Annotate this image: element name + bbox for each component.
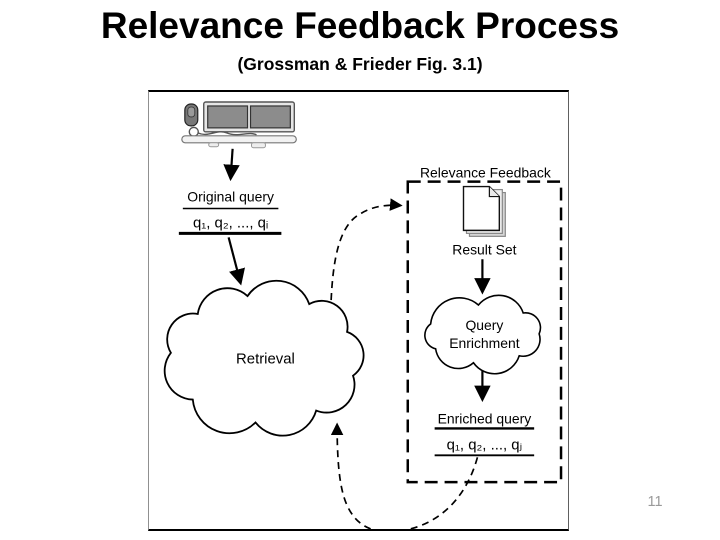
monitor-screen-right <box>249 105 291 129</box>
dashed-arrow-enriched-to-retrieval <box>330 422 479 529</box>
original-query-label: Original query <box>187 189 274 205</box>
cloud-shape <box>163 279 365 437</box>
document-stack-icon <box>462 185 506 237</box>
query-enrichment-label-line2: Enrichment <box>449 335 520 351</box>
retrieval-label: Retrieval <box>236 351 295 368</box>
query-enrichment-cloud: Query Enrichment <box>424 294 542 375</box>
arrow-query-to-retrieval <box>227 237 245 286</box>
original-query-block: Original query q₁, q₂, ..., qᵢ <box>178 189 282 235</box>
result-set-label: Result Set <box>452 241 516 257</box>
enriched-query-block: Enriched query q₁, q₂, ..., qⱼ <box>434 410 535 457</box>
query-enrichment-label-line1: Query <box>465 317 503 333</box>
relevance-feedback-label: Relevance Feedback <box>420 165 551 181</box>
retrieval-cloud: Retrieval <box>163 279 365 437</box>
page-number: 11 <box>647 494 663 510</box>
original-query-terms: q₁, q₂, ..., qᵢ <box>193 214 268 231</box>
enriched-query-label: Enriched query <box>438 410 532 426</box>
cloud-shape <box>424 294 542 375</box>
slide-title: Relevance Feedback Process <box>100 5 620 46</box>
computer-workstation-icon <box>181 101 297 149</box>
monitor-screen-left <box>207 105 249 129</box>
cable <box>197 131 257 136</box>
relevance-feedback-box <box>406 180 563 484</box>
slide-subtitle: (Grossman & Frieder Fig. 3.1) <box>237 54 483 74</box>
keyboard-icon <box>181 135 297 144</box>
relevance-feedback-diagram: Original query q₁, q₂, ..., qᵢ Retrieval… <box>148 90 569 531</box>
enriched-query-terms: q₁, q₂, ..., qⱼ <box>447 436 523 453</box>
arrow-computer-to-query <box>223 148 240 182</box>
diagram-canvas: Original query q₁, q₂, ..., qᵢ Retrieval… <box>163 101 563 529</box>
dashed-arrow-retrieval-to-feedback <box>330 198 403 301</box>
